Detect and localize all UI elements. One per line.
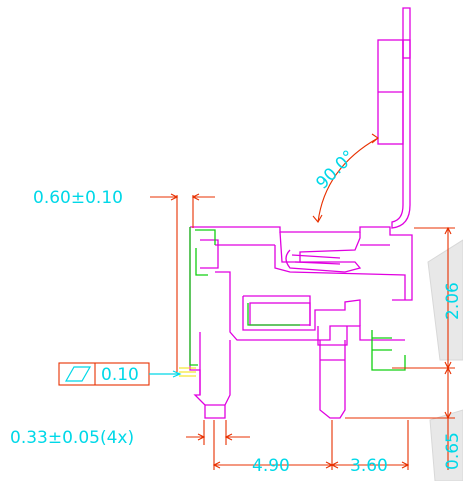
pitch-dim-1: 4.90 <box>252 456 290 476</box>
connector-outline <box>189 7 413 419</box>
pin-length-dim: 0.65 <box>443 432 463 470</box>
pitch-dim-2: 3.60 <box>350 456 388 476</box>
flatness-value: 0.10 <box>101 365 139 385</box>
background-shadow <box>427 239 463 481</box>
pin-width-label: 0.33±0.05(4x) <box>10 428 134 448</box>
flatness-marks <box>179 367 196 377</box>
pin-offset-label: 0.60±0.10 <box>33 188 123 208</box>
flatness-control-frame <box>58 362 182 386</box>
height-dim: 2.06 <box>443 282 463 320</box>
dimension-lines <box>150 133 455 470</box>
secondary-outline <box>189 227 406 371</box>
angle-label: 90.0° <box>312 147 359 194</box>
